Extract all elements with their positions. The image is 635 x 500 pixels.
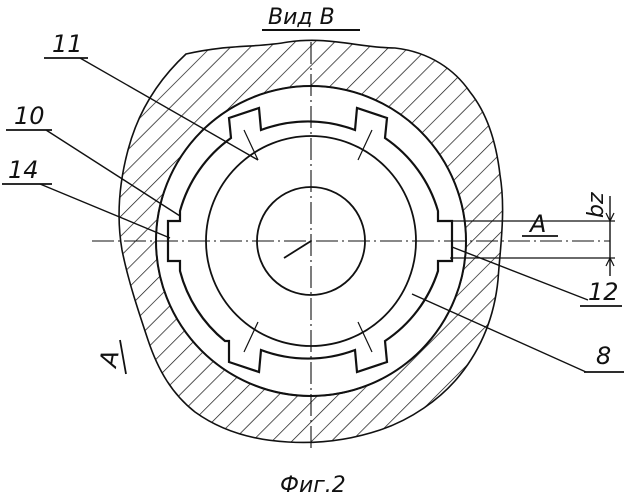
callout-12: 12 xyxy=(588,278,619,306)
callout-10: 10 xyxy=(14,102,45,130)
dimension-bz-label: bz xyxy=(584,192,609,218)
spline-ring-outer xyxy=(168,108,452,372)
view-title: Вид В xyxy=(268,5,335,30)
callout-11: 11 xyxy=(52,30,83,58)
section-mark-left: A xyxy=(94,348,125,371)
figure-caption: Фиг.2 xyxy=(280,473,346,498)
callout-8: 8 xyxy=(596,342,611,370)
section-mark-right: A xyxy=(528,210,546,238)
hub-radius-line xyxy=(284,241,311,258)
callout-14: 14 xyxy=(8,156,39,184)
